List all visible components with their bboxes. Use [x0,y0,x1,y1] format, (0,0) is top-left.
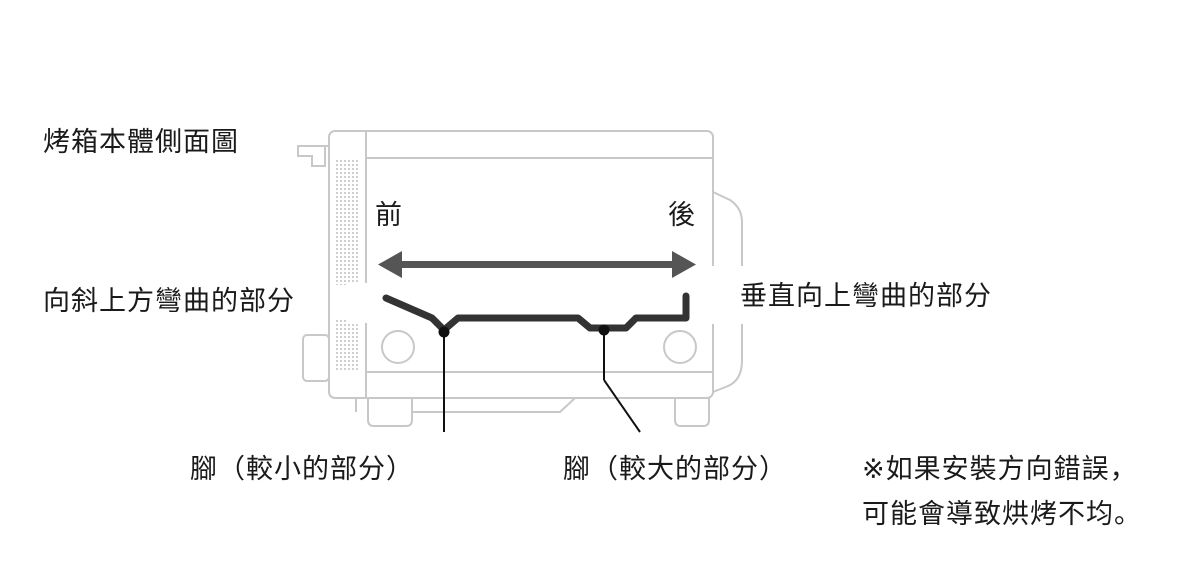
back-label: 後 [668,200,696,231]
vent-dots [336,160,360,370]
left-label-clearzone [346,283,380,323]
leader-large-foot-dot [598,324,610,336]
vent-dots-lower [336,318,360,370]
side-knob [302,334,330,382]
front-right-dial [663,330,697,364]
rack-wire [382,292,690,334]
rear-foot [674,398,710,427]
oven-body [297,130,743,427]
leader-small-foot-dot [438,326,450,338]
front-left-dial [381,330,415,364]
leader-large-foot-diag [603,379,641,433]
oven-outer-shell [328,130,714,399]
front-foot [367,398,413,427]
leader-lines [438,324,641,433]
diagonal-bend-label: 向斜上方彎曲的部分 [43,286,295,317]
arrow-shaft [396,261,678,268]
front-back-arrow [378,251,696,278]
right-label-clearzone [708,266,748,324]
oven-handle [297,145,326,167]
vent-dots-upper [336,160,360,285]
note-line-2: 可能會導致烘烤不均。 [862,499,1142,530]
base-plate [412,397,576,413]
vertical-bend-label: 垂直向上彎曲的部分 [740,281,992,312]
foot-large-label: 腳（較大的部分） [563,454,787,485]
front-label: 前 [375,200,403,231]
note-line-1: ※如果安裝方向錯誤， [862,454,1138,485]
foot-small-label: 腳（較小的部分） [190,454,414,485]
arrow-head-right [672,251,696,278]
oven-side-view-label: 烤箱本體側面圖 [43,127,239,158]
arrow-head-left [378,251,402,278]
